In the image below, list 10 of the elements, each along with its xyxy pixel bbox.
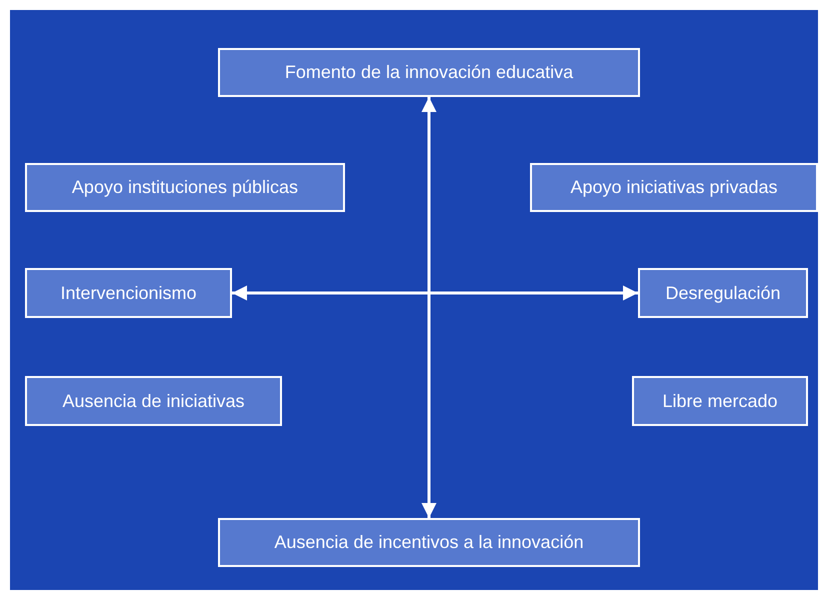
label-box: Ausencia de incentivos a la innovación [218,518,640,567]
label-box: Apoyo iniciativas privadas [530,163,818,212]
label-box: Ausencia de iniciativas [25,376,282,426]
double-arrow [232,286,638,300]
label-box: Apoyo instituciones públicas [25,163,345,212]
label-box: Desregulación [638,268,808,318]
double-arrow [422,97,436,518]
label-box: Fomento de la innovación educativa [218,48,640,97]
label-box: Libre mercado [632,376,808,426]
label-box: Intervencionismo [25,268,232,318]
